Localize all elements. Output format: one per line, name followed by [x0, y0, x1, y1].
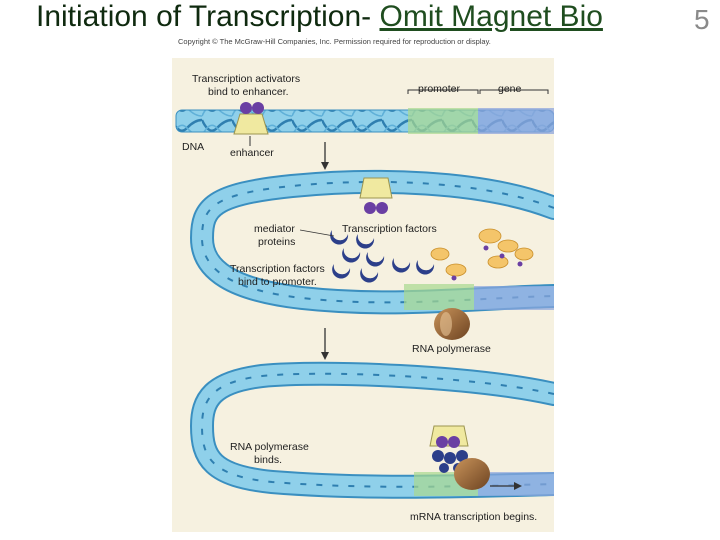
- gene-region-2: [474, 286, 554, 310]
- rna-polymerase-highlight: [440, 312, 452, 336]
- dna-loop-3-helix: [200, 372, 554, 488]
- activators-label-1: Transcription activators: [192, 73, 300, 85]
- transcription-factors-label: Transcription factors: [342, 223, 437, 235]
- mediator-proteins: [330, 230, 435, 283]
- promoter-label: promoter: [418, 83, 461, 95]
- bound-rna-polymerase: [454, 458, 490, 490]
- activator-protein: [376, 202, 388, 214]
- activator-protein: [240, 102, 252, 114]
- activators-label-2: bind to enhancer.: [208, 86, 289, 98]
- mediator-pointer: [299, 229, 335, 237]
- promoter-bracket: [407, 89, 479, 94]
- title-link[interactable]: Omit Magnet Bio: [379, 0, 603, 33]
- promoter-region-1: [408, 108, 478, 134]
- step-arrow-2-head: [321, 352, 329, 360]
- activator-cluster: [436, 436, 460, 448]
- slide-title: Initiation of Transcription- Omit Magnet…: [36, 0, 603, 34]
- rnap-binds-label-2: binds.: [254, 454, 282, 466]
- activator-protein: [364, 202, 376, 214]
- panel-1: Transcription activators bind to enhance…: [175, 73, 554, 170]
- tf-bind-label-2: bind to promoter.: [238, 276, 317, 288]
- dna-loop-2-helix: [200, 180, 554, 304]
- transcription-factors: [430, 228, 534, 277]
- enhancer-site-1: [233, 113, 269, 135]
- gene-bracket: [479, 89, 549, 94]
- factor-markers: [451, 245, 523, 281]
- gene-region-1: [478, 108, 554, 134]
- mediator-label-1: mediator: [254, 223, 295, 235]
- dna-label: DNA: [182, 141, 204, 153]
- copyright-notice: Copyright © The McGraw-Hill Companies, I…: [178, 37, 491, 46]
- activator-protein: [252, 102, 264, 114]
- panel-3: RNA polymerase binds. mRNA transcription…: [189, 361, 554, 523]
- panel-2: mediator proteins Transcription factors …: [189, 169, 554, 360]
- gene-label: gene: [498, 83, 522, 95]
- rnap-binds-label-1: RNA polymerase: [230, 441, 309, 453]
- enhancer-site-2: [359, 177, 393, 199]
- rna-polymerase-label: RNA polymerase: [412, 343, 491, 355]
- mediator-label-2: proteins: [258, 236, 295, 248]
- enhancer-label: enhancer: [230, 147, 274, 159]
- transcription-direction-head: [514, 482, 522, 490]
- transcription-figure: Transcription activators bind to enhance…: [172, 58, 554, 532]
- tf-bind-label-1: Transcription factors: [230, 263, 325, 275]
- transcription-diagram: Transcription activators bind to enhance…: [172, 58, 554, 532]
- mrna-begins-label: mRNA transcription begins.: [410, 511, 537, 523]
- step-arrow-1-head: [321, 162, 329, 170]
- slide-number: 5: [694, 4, 710, 35]
- slide-title-text: Initiation of Transcription-: [36, 0, 380, 33]
- promoter-region-2: [404, 284, 474, 310]
